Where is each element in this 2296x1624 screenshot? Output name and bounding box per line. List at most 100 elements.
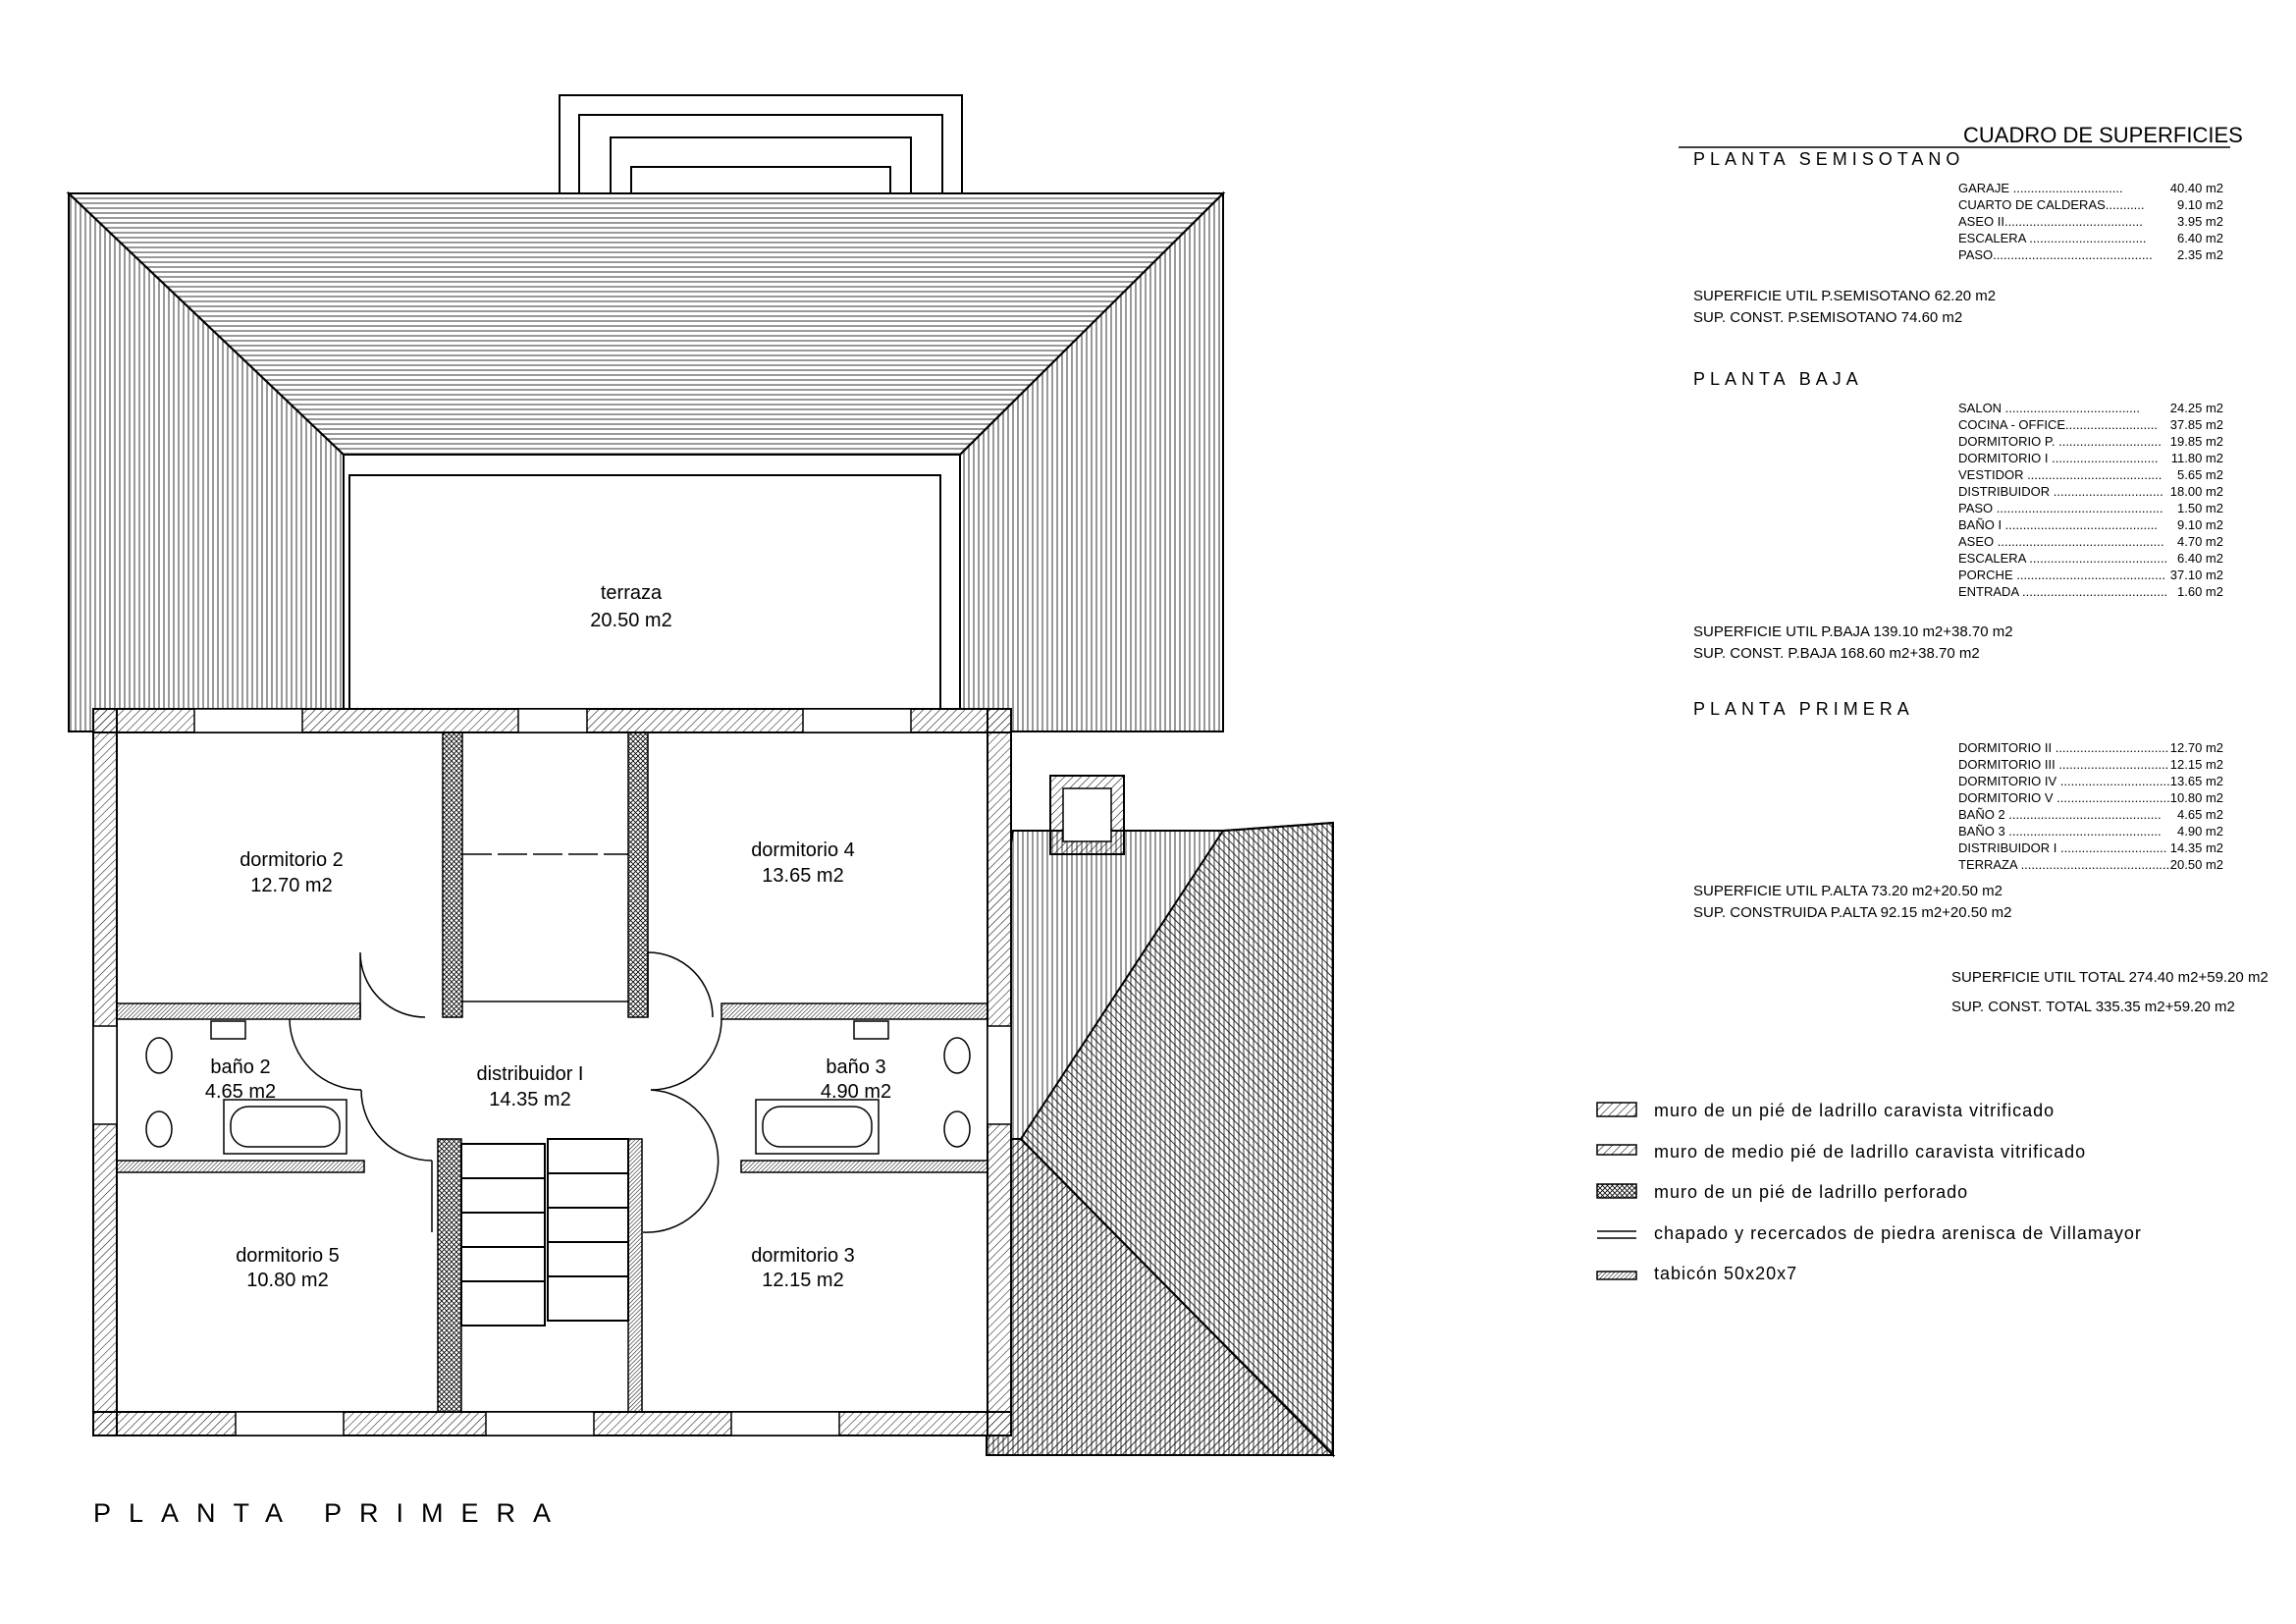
section-heading-baja: PLANTA BAJA xyxy=(1693,369,1863,389)
item-label: PORCHE .................................… xyxy=(1958,568,2165,582)
item-value: 12.70 m2 xyxy=(2170,740,2223,755)
bathroom-fixtures xyxy=(145,1020,971,1155)
item-label: TERRAZA ................................… xyxy=(1958,857,2173,872)
item-label: BAÑO I .................................… xyxy=(1958,517,2158,532)
room-area-dormitorio-3: 12.15 m2 xyxy=(762,1270,843,1291)
table-title: CUADRO DE SUPERFICIES xyxy=(1963,123,2243,147)
section-total: SUP. CONST. P.SEMISOTANO 74.60 m2 xyxy=(1693,309,1962,326)
item-label: ASEO ...................................… xyxy=(1958,534,2164,549)
item-value: 12.15 m2 xyxy=(2170,757,2223,772)
room-name-terraza: terraza xyxy=(601,582,663,604)
section-items-baja: SALON ..................................… xyxy=(1958,401,2223,599)
item-value: 9.10 m2 xyxy=(2177,517,2223,532)
room-name-bano-2: baño 2 xyxy=(210,1056,270,1078)
legend-label: chapado y recercados de piedra arenisca … xyxy=(1654,1223,2142,1243)
room-name-distribuidor: distribuidor I xyxy=(477,1063,584,1085)
room-area-distribuidor: 14.35 m2 xyxy=(489,1089,570,1110)
section-total: SUPERFICIE UTIL P.ALTA 73.20 m2+20.50 m2 xyxy=(1693,883,2002,899)
room-name-bano-3: baño 3 xyxy=(826,1056,885,1078)
item-value: 1.60 m2 xyxy=(2177,584,2223,599)
item-label: ESCALERA ...............................… xyxy=(1958,551,2167,566)
item-label: GARAJE ............................... xyxy=(1958,181,2123,195)
item-label: BAÑO 3 .................................… xyxy=(1958,824,2162,839)
legend-swatch xyxy=(1597,1230,1636,1239)
legend: muro de un pié de ladrillo caravista vit… xyxy=(1596,1101,2142,1283)
legend-label: muro de un pié de ladrillo perforado xyxy=(1654,1182,1968,1202)
room-area-dormitorio-2: 12.70 m2 xyxy=(250,875,332,896)
section-total: SUP. CONSTRUIDA P.ALTA 92.15 m2+20.50 m2 xyxy=(1693,904,2011,921)
room-labels: terraza 20.50 m2 dormitorio 2 12.70 m2 d… xyxy=(205,582,891,1291)
item-label: DORMITORIO I ...........................… xyxy=(1958,451,2158,465)
legend-label: tabicón 50x20x7 xyxy=(1654,1264,1797,1283)
room-area-bano-3: 4.90 m2 xyxy=(821,1081,891,1103)
legend-swatch xyxy=(1596,1144,1637,1156)
item-value: 6.40 m2 xyxy=(2177,551,2223,566)
item-label: PASO ...................................… xyxy=(1958,501,2163,515)
item-label: BAÑO 2 .................................… xyxy=(1958,807,2162,822)
item-value: 2.35 m2 xyxy=(2177,247,2223,262)
item-label: PASO....................................… xyxy=(1958,247,2153,262)
section-items-semisotano: GARAJE ............................... 4… xyxy=(1958,181,2223,262)
item-label: DISTRIBUIDOR ...........................… xyxy=(1958,484,2163,499)
item-label: COCINA - OFFICE.........................… xyxy=(1958,417,2158,432)
room-area-dormitorio-5: 10.80 m2 xyxy=(246,1270,328,1291)
item-label: DORMITORIO II ..........................… xyxy=(1958,740,2168,755)
item-value: 11.80 m2 xyxy=(2171,451,2223,465)
item-label: DISTRIBUIDOR I .........................… xyxy=(1958,840,2166,855)
legend-swatch xyxy=(1596,1183,1637,1199)
roof xyxy=(66,94,1336,1458)
terraza-area xyxy=(348,474,941,712)
item-value: 9.10 m2 xyxy=(2177,197,2223,212)
item-value: 14.35 m2 xyxy=(2170,840,2223,855)
item-label: VESTIDOR ...............................… xyxy=(1958,467,2162,482)
item-value: 4.70 m2 xyxy=(2177,534,2223,549)
item-label: DORMITORIO P. ..........................… xyxy=(1958,434,2162,449)
room-name-dormitorio-3: dormitorio 3 xyxy=(751,1245,855,1267)
section-total: SUP. CONST. P.BAJA 168.60 m2+38.70 m2 xyxy=(1693,645,1980,662)
item-label: ENTRADA ................................… xyxy=(1958,584,2167,599)
section-items-primera: DORMITORIO II ..........................… xyxy=(1958,740,2223,872)
item-label: ESCALERA ...............................… xyxy=(1958,231,2146,245)
section-total: SUPERFICIE UTIL P.BAJA 139.10 m2+38.70 m… xyxy=(1693,623,2013,640)
room-area-dormitorio-4: 13.65 m2 xyxy=(762,865,843,887)
legend-swatch xyxy=(1596,1102,1637,1117)
room-name-dormitorio-2: dormitorio 2 xyxy=(240,849,344,871)
plan-title: PLANTA PRIMERA xyxy=(93,1498,568,1528)
legend-label: muro de medio pié de ladrillo caravista … xyxy=(1654,1142,2086,1162)
legend-swatch xyxy=(1596,1271,1637,1280)
item-value: 40.40 m2 xyxy=(2170,181,2223,195)
chimney xyxy=(1049,775,1125,855)
stairs xyxy=(460,1138,629,1326)
item-value: 5.65 m2 xyxy=(2177,467,2223,482)
surfaces-table: CUADRO DE SUPERFICIES PLANTA SEMISOTANO … xyxy=(1679,123,2269,1015)
item-value: 20.50 m2 xyxy=(2170,857,2223,872)
item-label: ASEO II.................................… xyxy=(1958,214,2143,229)
grand-total: SUPERFICIE UTIL TOTAL 274.40 m2+59.20 m2 xyxy=(1951,969,2269,986)
item-value: 19.85 m2 xyxy=(2170,434,2223,449)
item-value: 13.65 m2 xyxy=(2170,774,2223,788)
item-value: 37.10 m2 xyxy=(2170,568,2223,582)
grand-total: SUP. CONST. TOTAL 335.35 m2+59.20 m2 xyxy=(1951,999,2235,1015)
item-value: 1.50 m2 xyxy=(2177,501,2223,515)
floor-walls xyxy=(92,708,1012,1436)
item-value: 4.90 m2 xyxy=(2177,824,2223,839)
room-area-bano-2: 4.65 m2 xyxy=(205,1081,276,1103)
item-value: 3.95 m2 xyxy=(2177,214,2223,229)
room-name-dormitorio-4: dormitorio 4 xyxy=(751,839,855,861)
top-skylight xyxy=(559,94,963,194)
doors xyxy=(289,951,722,1233)
item-value: 4.65 m2 xyxy=(2177,807,2223,822)
item-value: 24.25 m2 xyxy=(2170,401,2223,415)
item-value: 6.40 m2 xyxy=(2177,231,2223,245)
item-label: DORMITORIO IV ..........................… xyxy=(1958,774,2170,788)
item-value: 10.80 m2 xyxy=(2170,790,2223,805)
section-heading-primera: PLANTA PRIMERA xyxy=(1693,699,1914,719)
section-heading-semisotano: PLANTA SEMISOTANO xyxy=(1693,149,1964,169)
item-value: 18.00 m2 xyxy=(2170,484,2223,499)
section-total: SUPERFICIE UTIL P.SEMISOTANO 62.20 m2 xyxy=(1693,288,1996,304)
item-label: CUARTO DE CALDERAS........... xyxy=(1958,197,2145,212)
room-name-dormitorio-5: dormitorio 5 xyxy=(236,1245,340,1267)
item-label: DORMITORIO III .........................… xyxy=(1958,757,2168,772)
legend-label: muro de un pié de ladrillo caravista vit… xyxy=(1654,1101,2055,1120)
